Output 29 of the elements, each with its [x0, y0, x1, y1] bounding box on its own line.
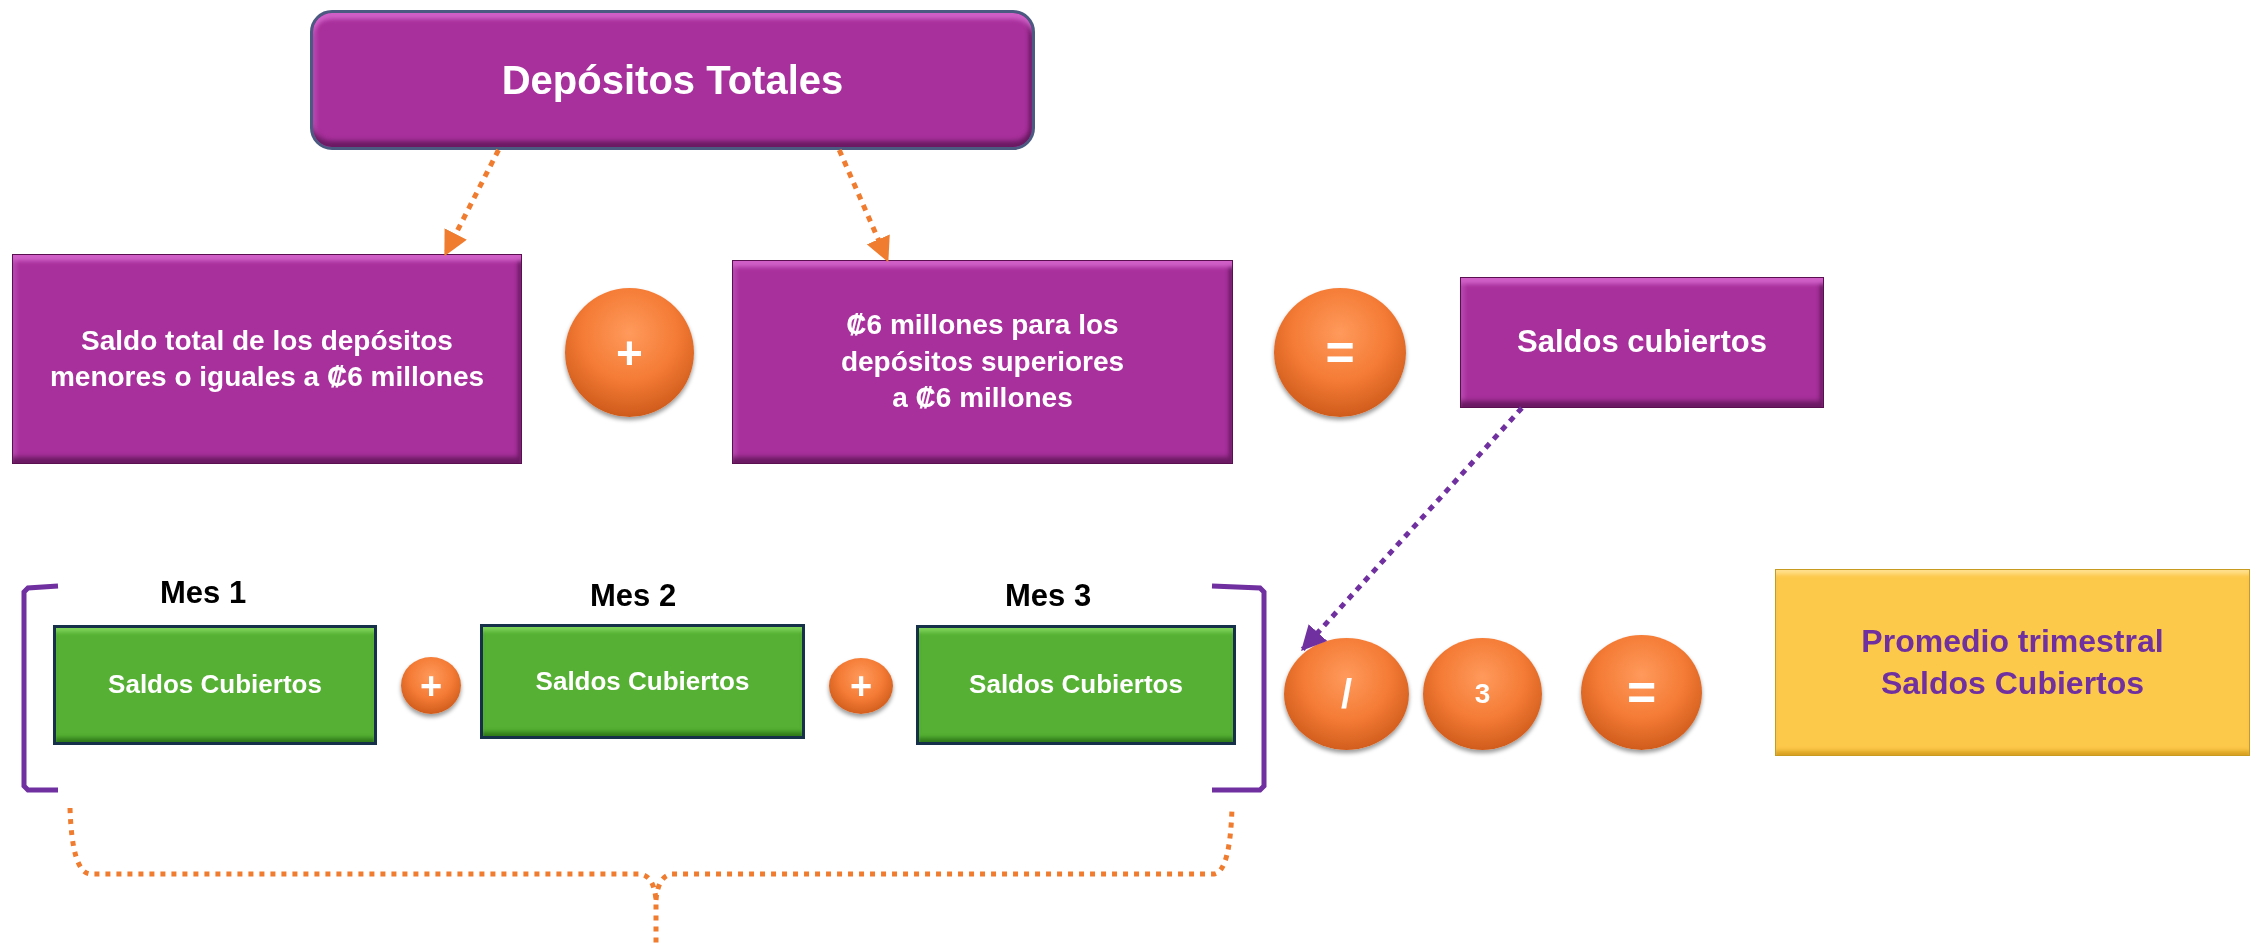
box-label: Saldos Cubiertos [107, 668, 323, 702]
month-box [53, 625, 377, 745]
arrow [443, 148, 501, 257]
box-label: Saldos Cubiertos [968, 668, 1184, 702]
operator-circle: + [401, 657, 461, 714]
process-box [732, 260, 1233, 464]
month-label: Mes 1 [160, 575, 247, 611]
box-label: Promedio trimestral Saldos Cubiertos [1860, 621, 2165, 703]
box-label: Depósitos Totales [500, 57, 845, 104]
month-label: Mes 3 [1005, 578, 1092, 614]
title-box [310, 10, 1035, 150]
result-box [1460, 277, 1824, 408]
box-label: Saldos cubiertos [1516, 323, 1768, 362]
result-box [1775, 569, 2250, 756]
arrow [836, 149, 890, 263]
operator-circle: = [1274, 288, 1406, 417]
month-label: Mes 2 [590, 578, 677, 614]
box-label: ₡6 millones para los depósitos superiores a ₡6 millones [839, 308, 1126, 416]
month-box [916, 625, 1236, 745]
box-label: Saldos Cubiertos [534, 664, 751, 698]
operator-circle: / [1284, 638, 1409, 750]
operator-circle: + [565, 288, 694, 417]
operator-circle: = [1581, 635, 1702, 750]
operator-circle: 3 [1423, 638, 1542, 750]
month-box [480, 624, 805, 739]
arrow [1300, 406, 1524, 652]
box-label: Saldo total de los depósitos menores o iguales a ₡6 millones [48, 323, 486, 394]
operator-circle: + [829, 658, 893, 714]
process-box [12, 254, 522, 464]
